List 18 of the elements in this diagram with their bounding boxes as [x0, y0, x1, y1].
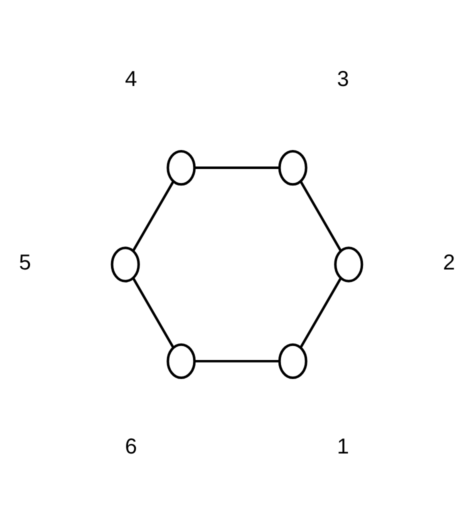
- connector: [132, 277, 174, 348]
- connector: [194, 166, 280, 170]
- node-label: 2: [442, 250, 455, 275]
- node-circle: [278, 150, 308, 186]
- node-circle: [110, 246, 140, 282]
- connector: [300, 181, 342, 252]
- node-label: 4: [125, 66, 138, 92]
- connector: [132, 180, 174, 252]
- node-circle: [334, 246, 364, 282]
- node-label: 1: [336, 433, 349, 458]
- node-circle: [166, 343, 196, 380]
- connector: [300, 278, 342, 348]
- node-label: 6: [125, 433, 138, 458]
- node-label: 3: [336, 66, 349, 92]
- node-label: 5: [19, 250, 32, 275]
- node-circle: [278, 343, 308, 380]
- node-circle: [166, 150, 196, 186]
- connector: [194, 360, 280, 362]
